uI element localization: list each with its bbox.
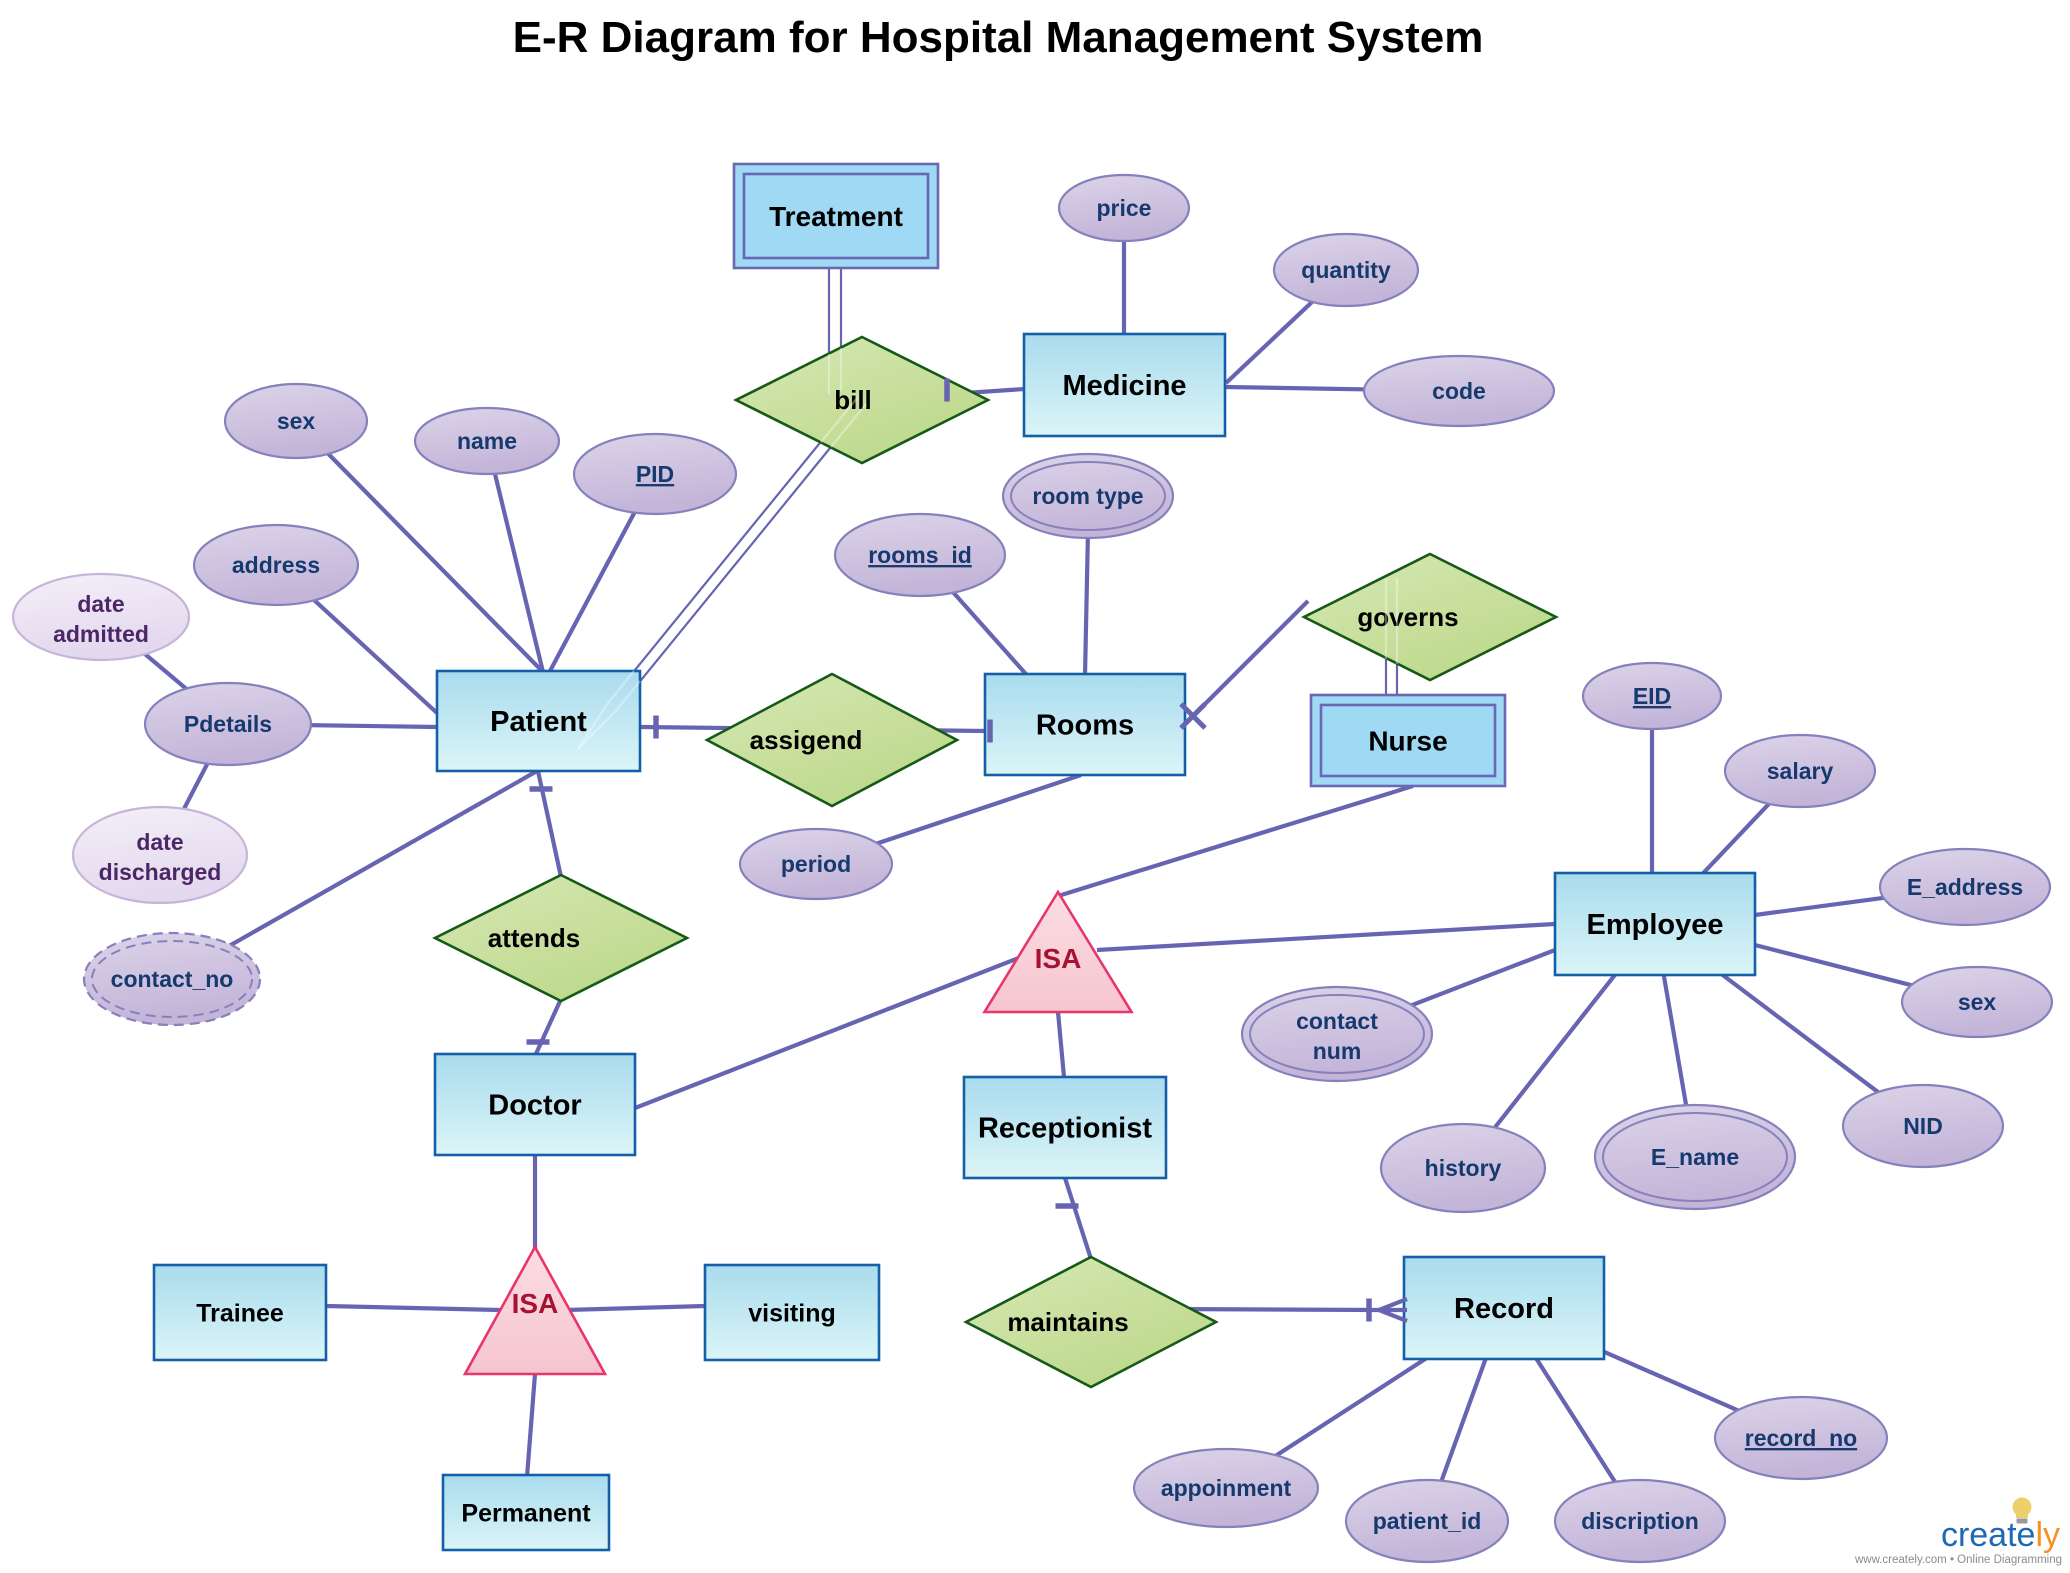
svg-text:ISA: ISA xyxy=(1035,943,1082,974)
svg-text:Employee: Employee xyxy=(1587,909,1724,941)
svg-text:sex: sex xyxy=(277,408,316,434)
svg-text:bill: bill xyxy=(834,385,872,415)
svg-text:discription: discription xyxy=(1581,1508,1699,1534)
svg-text:NID: NID xyxy=(1903,1113,1943,1139)
svg-text:num: num xyxy=(1313,1038,1362,1064)
svg-text:Record: Record xyxy=(1454,1293,1554,1325)
svg-text:PID: PID xyxy=(636,461,674,487)
svg-text:Permanent: Permanent xyxy=(461,1499,591,1527)
svg-text:E-R Diagram for Hospital Manag: E-R Diagram for Hospital Management Syst… xyxy=(513,13,1484,62)
svg-text:record_no: record_no xyxy=(1745,1425,1857,1451)
svg-text:discharged: discharged xyxy=(99,859,222,885)
svg-text:contact_no: contact_no xyxy=(111,966,234,992)
svg-text:Medicine: Medicine xyxy=(1062,370,1186,402)
svg-text:salary: salary xyxy=(1767,758,1834,784)
svg-text:patient_id: patient_id xyxy=(1373,1508,1482,1534)
svg-text:governs: governs xyxy=(1357,602,1458,632)
svg-text:visiting: visiting xyxy=(748,1299,836,1327)
svg-text:room type: room type xyxy=(1032,483,1143,509)
svg-text:date: date xyxy=(77,591,124,617)
svg-text:rooms_id: rooms_id xyxy=(868,542,972,568)
svg-text:EID: EID xyxy=(1633,683,1671,709)
svg-text:sex: sex xyxy=(1958,989,1997,1015)
svg-text:Treatment: Treatment xyxy=(769,201,903,232)
svg-text:maintains: maintains xyxy=(1007,1307,1128,1337)
svg-text:contact: contact xyxy=(1296,1008,1378,1034)
svg-text:Doctor: Doctor xyxy=(488,1090,581,1122)
svg-text:date: date xyxy=(136,829,183,855)
svg-text:Pdetails: Pdetails xyxy=(184,711,272,737)
svg-text:name: name xyxy=(457,428,517,454)
svg-text:history: history xyxy=(1425,1155,1502,1181)
svg-text:www.creately.com • Online Diag: www.creately.com • Online Diagramming xyxy=(1854,1554,2062,1566)
svg-text:attends: attends xyxy=(488,923,580,953)
svg-text:quantity: quantity xyxy=(1301,257,1391,283)
svg-text:appoinment: appoinment xyxy=(1161,1475,1292,1501)
svg-text:admitted: admitted xyxy=(53,621,149,647)
svg-text:E_name: E_name xyxy=(1651,1144,1739,1170)
svg-text:code: code xyxy=(1432,378,1486,404)
svg-text:E_address: E_address xyxy=(1907,874,2023,900)
svg-text:period: period xyxy=(781,851,851,877)
svg-text:address: address xyxy=(232,552,320,578)
svg-text:Trainee: Trainee xyxy=(196,1299,284,1327)
svg-text:Patient: Patient xyxy=(490,706,587,738)
svg-text:assigend: assigend xyxy=(750,725,863,755)
svg-text:Rooms: Rooms xyxy=(1036,710,1134,742)
svg-text:Receptionist: Receptionist xyxy=(978,1113,1152,1145)
svg-text:ISA: ISA xyxy=(512,1288,559,1319)
svg-text:price: price xyxy=(1097,195,1152,221)
svg-text:Nurse: Nurse xyxy=(1368,725,1447,756)
svg-text:creately: creately xyxy=(1941,1516,2060,1554)
